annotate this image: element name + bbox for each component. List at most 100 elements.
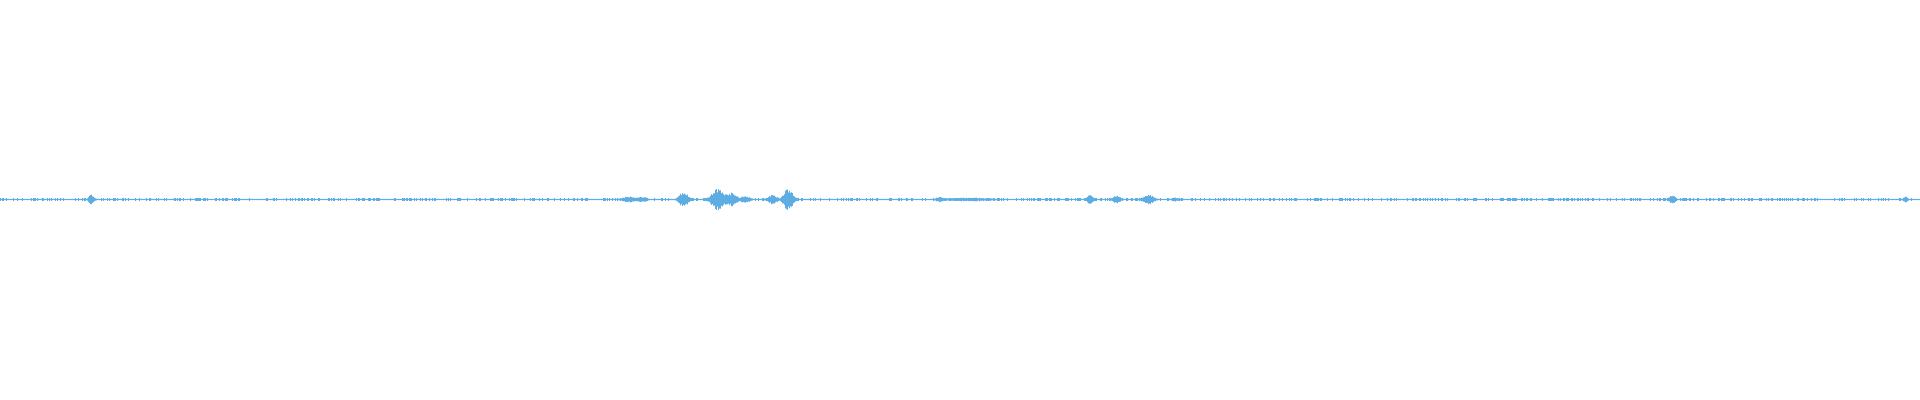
waveform-sample (489, 198, 490, 201)
waveform-sample (14, 198, 15, 201)
waveform-sample (172, 198, 173, 201)
waveform-sample (429, 198, 430, 201)
waveform-sample (367, 198, 368, 201)
waveform-sample (1469, 198, 1470, 201)
waveform-sample (517, 198, 518, 201)
waveform-sample (1904, 197, 1905, 202)
waveform-sample (209, 198, 210, 201)
waveform-sample (1862, 198, 1863, 201)
waveform-sample (1206, 198, 1207, 201)
waveform-sample (1213, 198, 1214, 201)
waveform-sample (1625, 198, 1626, 201)
waveform-sample (1034, 198, 1035, 201)
waveform-sample (451, 198, 452, 201)
waveform-sample (223, 198, 224, 201)
waveform-sample (423, 198, 424, 201)
waveform-sample (1073, 198, 1074, 201)
waveform-sample (555, 198, 556, 201)
waveform-sample (991, 198, 992, 201)
waveform-sample (420, 198, 421, 201)
waveform-sample (825, 198, 826, 201)
waveform-sample (1197, 198, 1198, 201)
waveform-sample (1100, 198, 1101, 201)
waveform-sample (1563, 198, 1564, 201)
waveform-sample (1086, 197, 1087, 202)
waveform-sample (1175, 197, 1176, 202)
waveform-sample (1310, 198, 1311, 201)
waveform-sample (1841, 198, 1842, 201)
waveform-sample (493, 198, 494, 201)
waveform-sample (1393, 198, 1394, 201)
waveform-sample (995, 198, 996, 201)
waveform-sample (958, 198, 959, 201)
waveform-sample (1288, 198, 1289, 201)
waveform-sample (1106, 198, 1107, 201)
waveform-sample (1607, 198, 1608, 201)
waveform-sample (1421, 198, 1422, 201)
waveform-sample (181, 198, 182, 201)
waveform-sample (1486, 198, 1487, 201)
waveform-sample (284, 198, 285, 201)
waveform-sample (600, 198, 601, 201)
waveform-sample (1438, 198, 1439, 201)
waveform-sample (351, 198, 352, 201)
waveform-sample (98, 198, 99, 201)
waveform-sample (1392, 198, 1393, 201)
waveform-sample (1666, 198, 1667, 201)
waveform-sample (1503, 198, 1504, 201)
waveform-sample (1007, 198, 1008, 201)
waveform-sample (415, 198, 416, 201)
waveform-sample (907, 198, 908, 201)
waveform-sample (227, 198, 228, 201)
waveform-sample (952, 198, 953, 201)
waveform-sample (889, 198, 890, 201)
waveform-sample (1684, 198, 1685, 201)
waveform-sample (1375, 198, 1376, 201)
waveform-sample (1890, 198, 1891, 201)
waveform-sample (413, 198, 414, 201)
waveform-sample (954, 198, 955, 201)
waveform-sample (1093, 197, 1094, 202)
waveform-sample (1301, 198, 1302, 201)
waveform-sample (5, 198, 6, 201)
waveform-sample (588, 198, 589, 201)
waveform-sample (1835, 198, 1836, 201)
waveform-sample (314, 198, 315, 201)
waveform-sample (4, 198, 5, 201)
waveform-sample (899, 198, 900, 201)
waveform-sample (468, 198, 469, 201)
waveform-sample (168, 198, 169, 201)
waveform-sample (1531, 198, 1532, 201)
waveform-sample (1161, 198, 1162, 201)
waveform-sample (807, 198, 808, 201)
waveform-sample (1514, 198, 1515, 201)
waveform-sample (1679, 198, 1680, 201)
waveform-sample (1008, 198, 1009, 201)
waveform-sample (1655, 198, 1656, 201)
waveform-sample (979, 197, 980, 202)
waveform-sample (1399, 198, 1400, 201)
waveform-sample (1664, 198, 1665, 201)
waveform-sample (608, 198, 609, 201)
waveform-sample (307, 198, 308, 201)
waveform-sample (1340, 198, 1341, 201)
waveform-sample (1407, 198, 1408, 201)
waveform-sample (1577, 198, 1578, 201)
waveform-sample (1738, 198, 1739, 201)
waveform-sample (699, 198, 700, 201)
waveform-sample (722, 192, 723, 207)
waveform-sample (1432, 198, 1433, 201)
waveform-sample (182, 198, 183, 201)
waveform-sample (1054, 198, 1055, 201)
waveform-sample (293, 198, 294, 201)
waveform-sample (630, 196, 631, 203)
waveform-sample (758, 198, 759, 201)
waveform-sample (71, 198, 72, 201)
waveform-sample (1616, 198, 1617, 201)
waveform-sample (806, 198, 807, 201)
waveform-sample (1571, 198, 1572, 201)
waveform-sample (986, 198, 987, 201)
waveform-sample (10, 198, 11, 201)
waveform-samples (0, 189, 1920, 210)
